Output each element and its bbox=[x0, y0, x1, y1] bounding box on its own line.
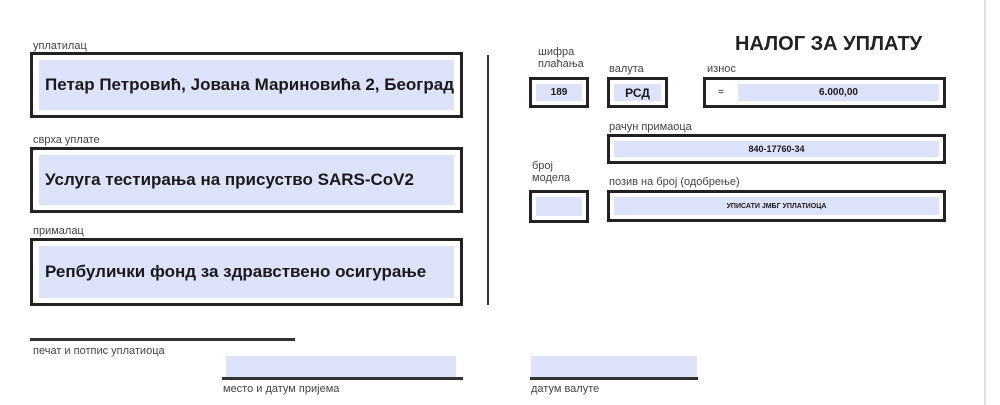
page-edge bbox=[984, 0, 986, 405]
signature-line bbox=[30, 338, 295, 341]
model-number-label: број модела bbox=[532, 160, 570, 184]
place-date-field[interactable] bbox=[226, 356, 456, 378]
amount-value: 6.000,00 bbox=[819, 87, 858, 98]
payer-field[interactable]: Петар Петровић, Јована Мариновића 2, Бео… bbox=[30, 52, 463, 118]
payment-code-field[interactable]: 189 bbox=[529, 77, 589, 108]
currency-field[interactable]: РСД bbox=[607, 77, 668, 108]
recipient-value: Репбулички фонд за здравствено осигурање bbox=[45, 262, 427, 281]
purpose-field[interactable]: Услуга тестирања на присуство SARS-CoV2 bbox=[30, 147, 463, 213]
recipient-label: прималац bbox=[33, 225, 84, 237]
amount-prefix: = bbox=[710, 84, 738, 101]
value-date-field[interactable] bbox=[531, 356, 697, 378]
value-date-label: датум валуте bbox=[531, 383, 600, 395]
signature-label: печат и потпис уплатиоца bbox=[33, 345, 165, 357]
payment-code-label-line2: плаћања bbox=[538, 58, 584, 70]
place-date-label: место и датум пријема bbox=[223, 383, 340, 395]
recipient-account-field[interactable]: 840-17760-34 bbox=[607, 134, 946, 164]
recipient-account-label: рачун примаоца bbox=[609, 121, 692, 133]
recipient-account-value: 840-17760-34 bbox=[748, 144, 805, 154]
purpose-value: Услуга тестирања на присуство SARS-CoV2 bbox=[45, 170, 414, 189]
payment-code-label-line1: шифра bbox=[538, 46, 575, 58]
column-divider bbox=[487, 55, 489, 305]
place-date-line bbox=[222, 377, 463, 380]
model-number-label-line1: број bbox=[532, 160, 553, 172]
model-number-field[interactable] bbox=[529, 190, 589, 223]
value-date-line bbox=[530, 377, 698, 380]
purpose-label: сврха уплате bbox=[33, 134, 100, 146]
payment-code-value: 189 bbox=[550, 87, 568, 98]
form-title: НАЛОГ ЗА УПЛАТУ bbox=[735, 33, 923, 55]
payment-code-label: шифра плаћања bbox=[538, 46, 584, 70]
amount-label: износ bbox=[707, 63, 736, 75]
currency-label: валута bbox=[609, 63, 644, 75]
amount-field[interactable]: = 6.000,00 bbox=[703, 77, 946, 108]
model-number-label-line2: модела bbox=[532, 172, 571, 184]
recipient-field[interactable]: Репбулички фонд за здравствено осигурање bbox=[30, 238, 463, 306]
reference-number-label: позив на број (одобрење) bbox=[609, 176, 740, 188]
payer-value: Петар Петровић, Јована Мариновића 2, Бео… bbox=[45, 75, 455, 94]
currency-value: РСД bbox=[625, 85, 650, 100]
reference-number-value: УПИСАТИ ЈМБГ УПЛАТИОЦА bbox=[726, 202, 827, 210]
reference-number-field[interactable]: УПИСАТИ ЈМБГ УПЛАТИОЦА bbox=[607, 190, 946, 222]
payer-label: уплатилац bbox=[33, 40, 87, 52]
